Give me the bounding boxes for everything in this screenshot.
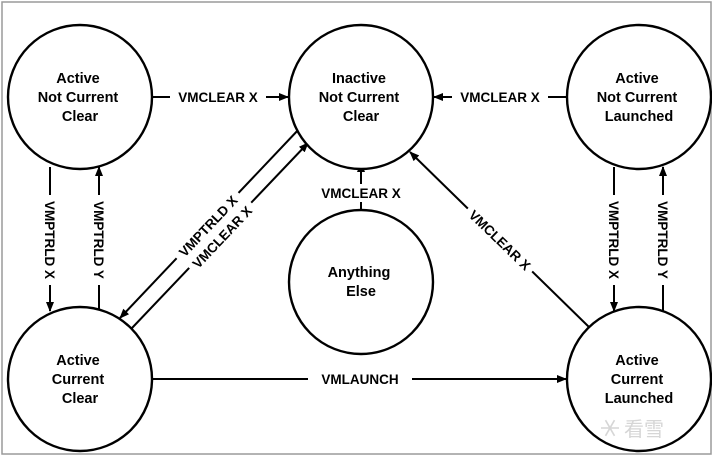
state-label-line: Launched [605,109,673,125]
state-label-line: Active [56,71,100,87]
state-inactive-not-current-clear: Inactive Not Current Clear [287,23,435,171]
state-label-line: Launched [605,391,673,407]
edge-label-group: VMPTRLD Y [654,195,672,285]
svg-text:Active Current Cle: Active Current Clear [52,353,108,407]
edge-label-vmlaunch: VMLAUNCH [321,372,398,387]
state-label-line: Not Current [38,90,119,106]
edge-label-group: VMPTRLD X [41,195,59,285]
state-label-line: Clear [62,391,99,407]
svg-text:Inactive Not Current: Inactive Not Current Clear [319,71,404,125]
svg-text:Active Not Current: Active Not Current Clear [38,71,123,125]
state-label-line: Active [615,353,659,369]
edge-label-vmclear-x-right-diagonal: VMCLEAR X [466,207,534,273]
edge-label-vmclear-top-right: VMCLEAR X [460,90,540,105]
state-label-line: Active [56,353,100,369]
state-active-not-current-launched: Active Not Current Launched [565,23,712,171]
edge-label-vmptrld-x-right: VMPTRLD X [606,201,621,279]
edge-label-group: VMPTRLD Y [90,195,108,285]
state-active-current-clear: Active Current Clear [6,305,154,453]
watermark: 看雪 [601,417,664,441]
edge-label-group: VMCLEAR X [461,202,539,278]
snowflake-icon [601,419,619,437]
svg-text:Active Current Lau: Active Current Launched [605,353,673,407]
state-label-line: Anything [328,265,391,281]
state-label-line: Else [346,284,376,300]
watermark-text: 看雪 [624,417,664,441]
edge-label-vmclear-anything-else: VMCLEAR X [321,186,401,201]
state-active-not-current-clear: Active Not Current Clear [6,23,154,171]
edge-label-group: VMCLEAR X [170,88,266,106]
edge-label-vmptrld-y-left: VMPTRLD Y [91,201,106,279]
state-label-line: Clear [343,109,380,125]
edge-label-vmptrld-x-left: VMPTRLD X [42,201,57,279]
state-label-line: Clear [62,109,99,125]
edge-label-group: VMCLEAR X [313,184,409,202]
state-label-line: Current [611,372,664,388]
state-label-line: Inactive [332,71,386,87]
edge-label-vmclear-top-left: VMCLEAR X [178,90,258,105]
svg-text:Active Not Current: Active Not Current Launched [597,71,682,125]
state-label-line: Not Current [597,90,678,106]
state-label-line: Not Current [319,90,400,106]
edge-label-group: VMCLEAR X [452,88,548,106]
state-anything-else: Anything Else [287,208,435,356]
edge-label-group: VMPTRLD X [605,195,623,285]
state-active-current-launched: Active Current Launched [565,305,712,453]
state-label-line: Current [52,372,105,388]
edge-label-group: VMLAUNCH [308,370,412,388]
edge-label-vmptrld-y-right: VMPTRLD Y [655,201,670,279]
state-label-line: Active [615,71,659,87]
svg-text:Anything Else: Anything Else [328,265,395,300]
